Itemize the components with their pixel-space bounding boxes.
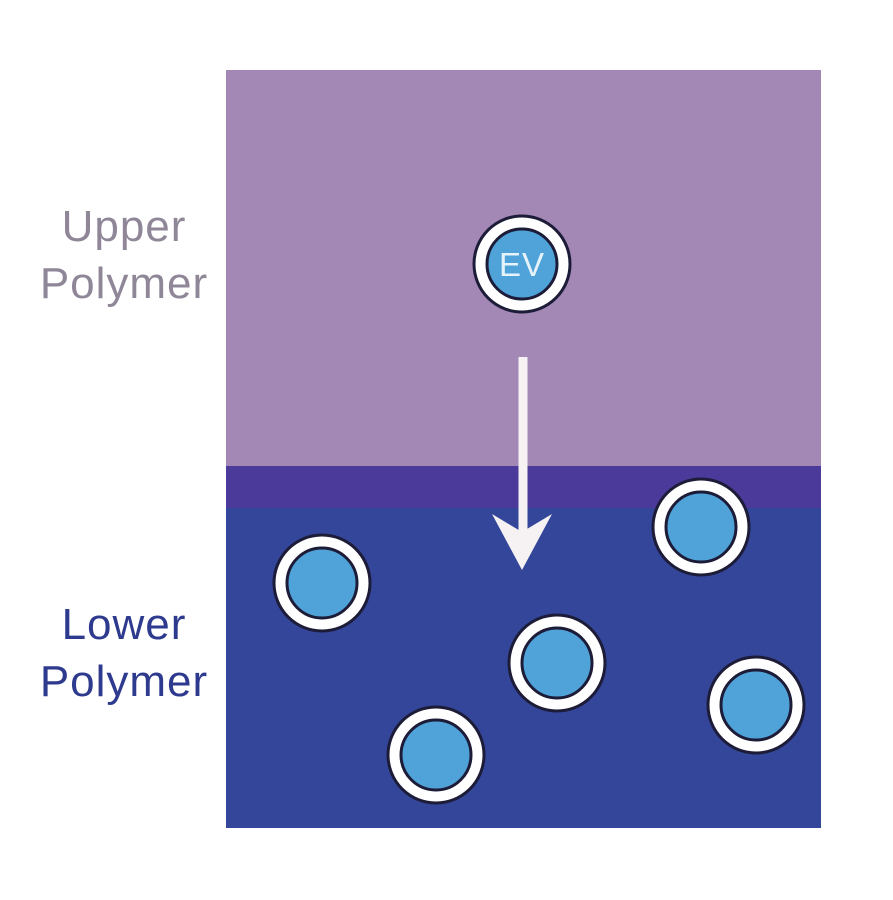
downward-arrow-icon xyxy=(492,357,552,570)
upper-polymer-label-line1: Upper xyxy=(61,202,187,251)
vesicle xyxy=(386,705,486,805)
vesicle xyxy=(507,613,607,713)
arrow-shaft xyxy=(518,357,528,535)
vesicle-core xyxy=(399,718,473,792)
lower-vesicles-layer xyxy=(272,477,806,805)
ev-vesicle: EV xyxy=(472,214,572,314)
lower-polymer-label: Lower Polymer xyxy=(12,596,236,710)
arrow-head xyxy=(492,514,552,570)
vesicle xyxy=(706,655,806,755)
ev-vesicle-core xyxy=(485,227,559,301)
vesicle-core xyxy=(719,668,793,742)
vesicle-core xyxy=(664,490,738,564)
vesicle-core xyxy=(520,626,594,700)
vesicle xyxy=(272,533,372,633)
upper-polymer-label: Upper Polymer xyxy=(12,198,236,312)
lower-polymer-label-line2: Polymer xyxy=(39,657,209,706)
ev-label: EV xyxy=(499,246,545,283)
lower-polymer-label-line1: Lower xyxy=(61,600,187,649)
vesicle xyxy=(651,477,751,577)
vesicle-core xyxy=(285,546,359,620)
upper-polymer-label-line2: Polymer xyxy=(39,259,209,308)
